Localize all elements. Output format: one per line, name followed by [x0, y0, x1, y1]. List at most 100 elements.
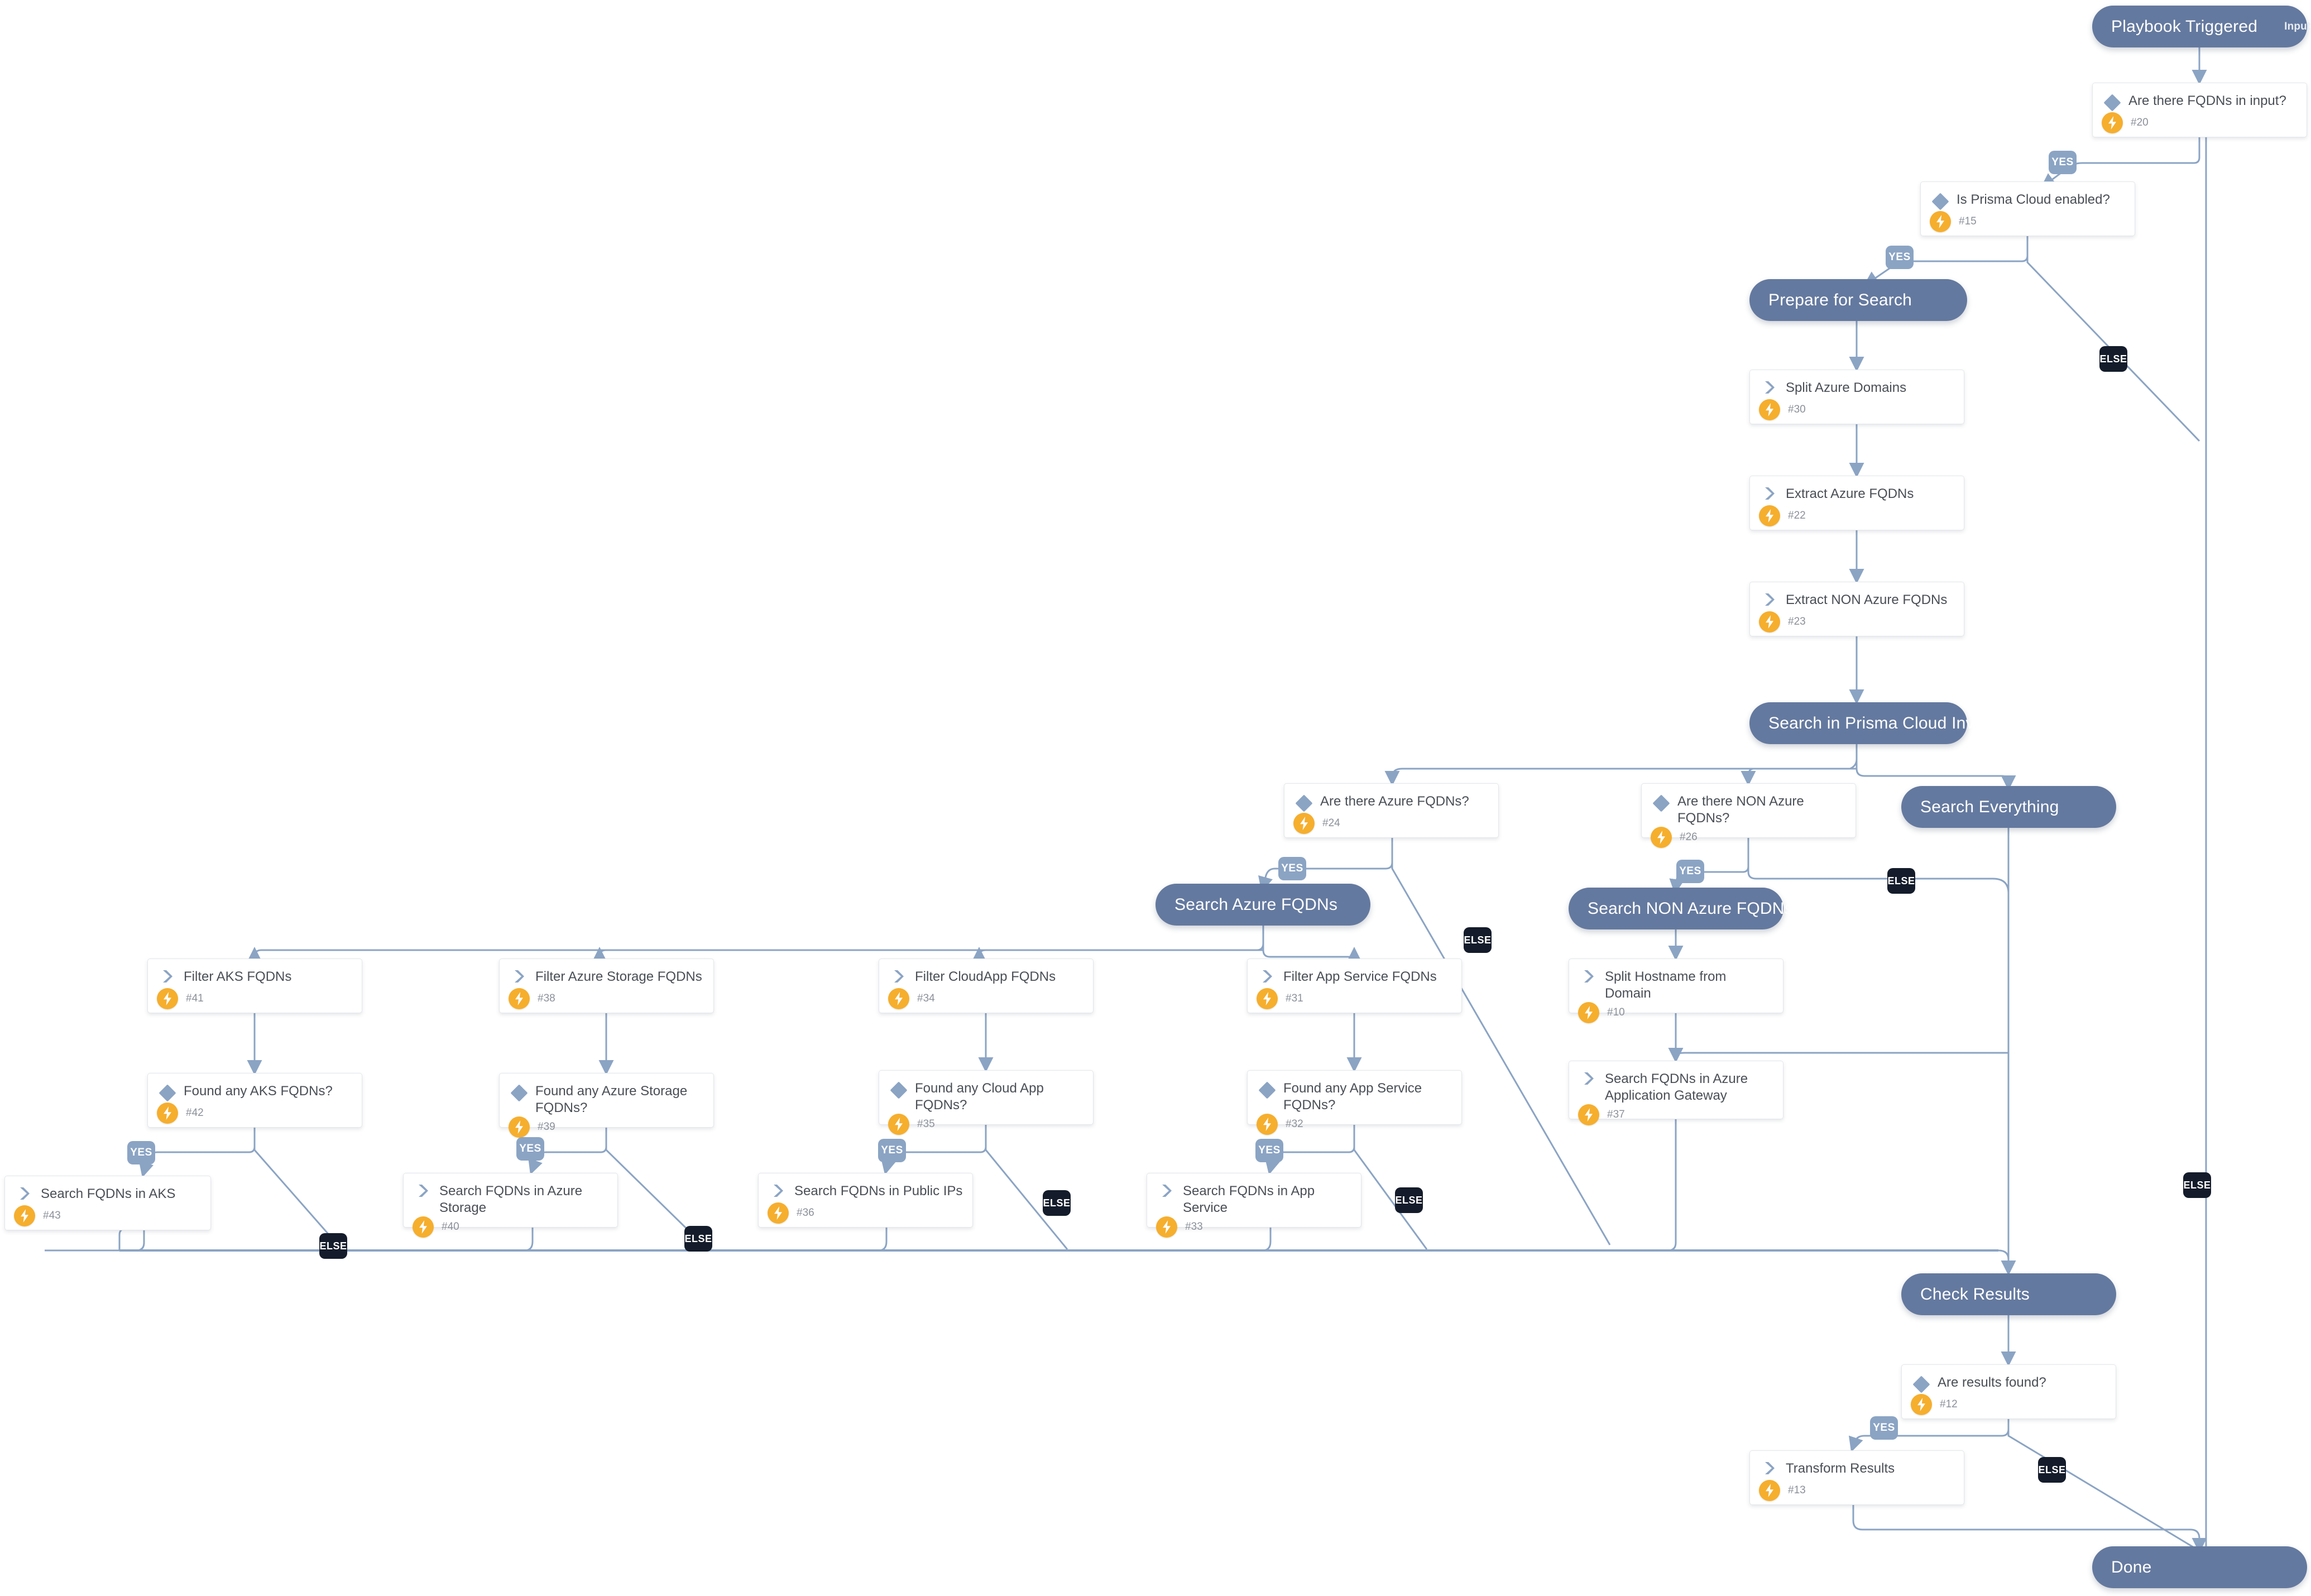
chevron-right-icon	[1578, 968, 1599, 984]
condition-node-are-there-non-azure-fqdns[interactable]: Are there NON Azure FQDNs?#26	[1641, 783, 1856, 849]
task-node-transform-results[interactable]: Transform Results #13	[1749, 1450, 1964, 1505]
section-label: Prepare for Search	[1768, 290, 1912, 309]
node-title: Filter Azure Storage FQDNs	[535, 969, 702, 984]
node-title: Search FQDNs in App Service	[1183, 1183, 1315, 1216]
node-number: #43	[43, 1210, 61, 1221]
chevron-right-icon	[14, 1185, 35, 1201]
task-node-filter-app-service-fqdns[interactable]: Filter App Service FQDNs#31	[1247, 958, 1462, 1013]
chevron-right-icon	[1759, 379, 1780, 395]
lightning-bolt-icon	[157, 988, 178, 1009]
edge-badge-else: ELSE	[2183, 1172, 2211, 1198]
edge-badge-yes: YES	[1870, 1416, 1898, 1440]
condition-node-are-results-found[interactable]: Are results found?#12	[1901, 1364, 2116, 1419]
edge-badge-yes: YES	[2049, 151, 2077, 174]
lightning-bolt-icon	[888, 1114, 909, 1135]
node-number: #32	[1286, 1118, 1303, 1130]
node-number: #33	[1185, 1221, 1203, 1233]
lightning-bolt-icon	[1930, 211, 1951, 232]
node-number: #23	[1788, 616, 1806, 627]
section-label: Search Azure FQDNs	[1174, 895, 1338, 914]
lightning-bolt-icon	[1651, 827, 1672, 849]
task-node-search-fqdns-in-azure-storage[interactable]: Search FQDNs in Azure Storage#40	[403, 1173, 618, 1238]
node-number: #10	[1607, 1007, 1625, 1019]
diamond-icon	[1293, 793, 1315, 812]
inputs-outputs-label[interactable]: Inputs / Outputs	[2284, 20, 2311, 32]
node-title: Extract NON Azure FQDNs	[1786, 592, 1948, 607]
section-search-non-azure-fqdns[interactable]: Search NON Azure FQDNs	[1569, 888, 1793, 929]
chevron-right-icon	[1759, 1460, 1780, 1475]
task-node-search-fqdns-in-azure-application-gateway[interactable]: Search FQDNs in Azure Application Gatewa…	[1569, 1061, 1783, 1126]
section-prepare-for-search[interactable]: Prepare for Search	[1749, 279, 1967, 321]
section-label: Check Results	[1920, 1285, 2030, 1303]
condition-node-are-there-azure-fqdns[interactable]: Are there Azure FQDNs?#24	[1284, 783, 1499, 838]
lightning-bolt-icon	[1578, 1002, 1599, 1024]
edge-badge-else: ELSE	[1464, 927, 1492, 953]
lightning-bolt-icon	[509, 1116, 530, 1138]
section-search-in-prisma-cloud-inventory[interactable]: Search in Prisma Cloud Inventory	[1749, 702, 2021, 744]
lightning-bolt-icon	[1759, 611, 1780, 632]
edge-badge-else: ELSE	[1395, 1187, 1423, 1213]
node-title: Filter CloudApp FQDNs	[915, 969, 1056, 984]
node-title: Transform Results	[1786, 1461, 1895, 1476]
task-node-split-hostname-from-domain[interactable]: Split Hostname from Domain#10	[1569, 958, 1783, 1024]
task-node-extract-azure-fqdns[interactable]: Extract Azure FQDNs#22	[1749, 476, 1964, 530]
node-title: Search FQDNs in Public IPs	[794, 1183, 963, 1199]
condition-node-found-any-app-service-fqdns[interactable]: Found any App Service FQDNs?#32	[1247, 1070, 1462, 1135]
condition-node-found-any-aks-fqdns[interactable]: Found any AKS FQDNs?#42	[147, 1073, 362, 1128]
lightning-bolt-icon	[509, 988, 530, 1009]
node-title: Is Prisma Cloud enabled?	[1957, 192, 2110, 207]
edge-badge-yes: YES	[127, 1141, 155, 1164]
lightning-bolt-icon	[768, 1202, 789, 1224]
chevron-right-icon	[1759, 591, 1780, 607]
condition-node-found-any-cloud-app-fqdns[interactable]: Found any Cloud App FQDNs?#35	[879, 1070, 1094, 1135]
node-title: Search FQDNs in AKS	[41, 1186, 176, 1201]
task-node-filter-aks-fqdns[interactable]: Filter AKS FQDNs#41	[147, 958, 362, 1013]
section-done[interactable]: Done	[2092, 1546, 2307, 1588]
node-title: Are there FQDNs in input?	[2128, 93, 2286, 108]
section-playbook-triggered[interactable]: Playbook Triggered Inputs / Outputs	[2092, 6, 2311, 47]
task-node-filter-cloudapp-fqdns[interactable]: Filter CloudApp FQDNs#34	[879, 958, 1094, 1013]
lightning-bolt-icon	[1759, 399, 1780, 420]
section-search-everything[interactable]: Search Everything	[1901, 786, 2116, 828]
condition-node-found-any-azure-storage-fqdns[interactable]: Found any Azure Storage FQDNs?#39	[499, 1073, 714, 1138]
edge-badge-yes: YES	[1255, 1139, 1283, 1162]
task-node-search-fqdns-in-aks[interactable]: Search FQDNs in AKS #43	[4, 1176, 211, 1230]
diamond-icon	[509, 1082, 530, 1102]
node-title: Filter App Service FQDNs	[1283, 969, 1437, 984]
edge-badge-yes: YES	[1886, 246, 1914, 269]
node-number: #15	[1959, 215, 1977, 227]
chevron-right-icon	[1578, 1070, 1599, 1086]
lightning-bolt-icon	[14, 1205, 35, 1226]
task-node-split-azure-domains[interactable]: Split Azure Domains #30	[1749, 370, 1964, 424]
section-label: Playbook Triggered	[2111, 17, 2258, 36]
edge-badge-yes: YES	[878, 1139, 906, 1162]
node-number: #13	[1788, 1484, 1806, 1496]
chevron-right-icon	[509, 968, 530, 984]
lightning-bolt-icon	[2102, 112, 2123, 133]
section-search-azure-fqdns[interactable]: Search Azure FQDNs	[1156, 884, 1370, 926]
task-node-search-fqdns-in-app-service[interactable]: Search FQDNs in App Service #33	[1147, 1173, 1361, 1238]
node-number: #30	[1788, 404, 1806, 415]
task-node-extract-non-azure-fqdns[interactable]: Extract NON Azure FQDNs #23	[1749, 582, 1964, 636]
node-number: #42	[186, 1107, 204, 1119]
task-node-search-fqdns-in-public-ips[interactable]: Search FQDNs in Public IPs#36	[758, 1173, 973, 1228]
task-node-filter-azure-storage-fqdns[interactable]: Filter Azure Storage FQDNs #38	[499, 958, 714, 1013]
section-label: Search NON Azure FQDNs	[1588, 899, 1793, 918]
condition-node-are-there-fqdns-in-input[interactable]: Are there FQDNs in input?#20	[2092, 83, 2307, 137]
section-check-results[interactable]: Check Results	[1901, 1273, 2116, 1315]
chevron-right-icon	[888, 968, 909, 984]
lightning-bolt-icon	[1257, 1114, 1278, 1135]
lightning-bolt-icon	[1759, 505, 1780, 526]
diamond-icon	[1911, 1374, 1932, 1393]
node-number: #39	[538, 1121, 555, 1133]
section-label: Done	[2111, 1557, 2152, 1576]
node-title: Filter AKS FQDNs	[184, 969, 292, 984]
lightning-bolt-icon	[1156, 1216, 1177, 1238]
condition-node-is-prisma-cloud-enabled[interactable]: Is Prisma Cloud enabled? #15	[1920, 181, 2135, 236]
node-title: Extract Azure FQDNs	[1786, 486, 1914, 501]
node-title: Search FQDNs in Azure Storage	[439, 1183, 583, 1216]
node-number: #38	[538, 993, 555, 1004]
diamond-icon	[1651, 793, 1672, 812]
node-title: Split Azure Domains	[1786, 380, 1907, 395]
